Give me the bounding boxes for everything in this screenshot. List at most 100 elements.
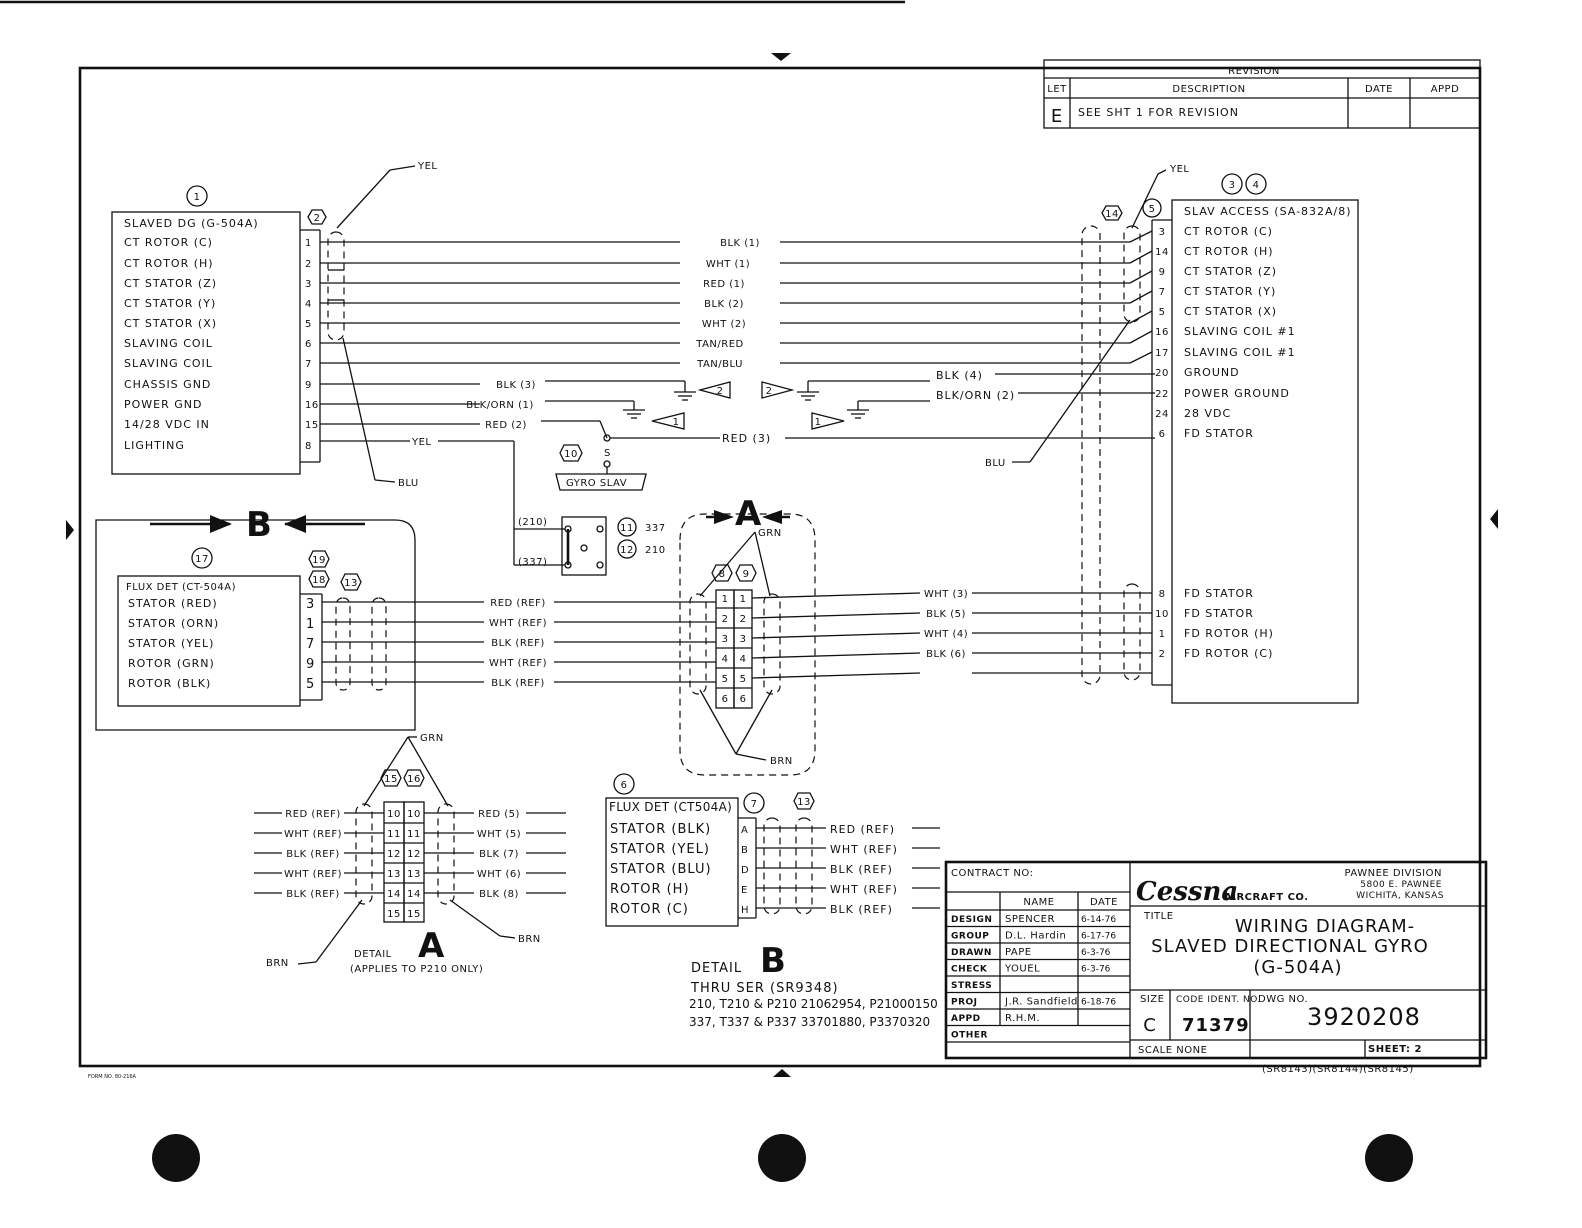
- splice-pin: 5: [740, 674, 747, 685]
- slav-access-unit: 3 4 5 14 SLAV ACCESS (SA-832A/8) CT ROTO…: [985, 164, 1359, 704]
- slaved-dg-pin-label: CT STATOR (Y): [124, 297, 216, 310]
- svg-text:YEL: YEL: [411, 437, 432, 448]
- ref-balloon: [186, 185, 208, 207]
- detail-b-pin-label: ROTOR (H): [610, 882, 690, 897]
- title-block-name: YOUEL: [1004, 964, 1040, 975]
- detail-b-pin-label: STATOR (BLK): [610, 822, 711, 837]
- title-block-name: J.R. Sandfield: [1004, 997, 1078, 1008]
- svg-text:BRN: BRN: [770, 756, 793, 767]
- detail-b-pin-label: STATOR (BLU): [610, 862, 712, 877]
- ground-symbols: 2 1 2 1 BLK (4) BLK/ORN (2): [545, 369, 1155, 430]
- code-ident: 71379: [1182, 1015, 1250, 1036]
- svg-text:13: 13: [797, 797, 811, 808]
- wire-label: BLK (REF): [830, 863, 893, 876]
- revision-block: REVISION LET DESCRIPTION DATE APPD E SEE…: [1043, 59, 1481, 129]
- detail-a-pin: 11: [387, 829, 401, 840]
- title-block-role: GROUP: [951, 932, 989, 942]
- svg-text:6: 6: [621, 780, 628, 791]
- slav-access-pin-number: 3: [1159, 227, 1166, 238]
- flux-det-pin-label: STATOR (YEL): [128, 637, 214, 650]
- detail-a-pin: 10: [407, 809, 421, 820]
- splice-pin: 6: [740, 694, 747, 705]
- detail-b-pin-label: STATOR (YEL): [610, 842, 710, 857]
- wire-label: RED (REF): [285, 809, 340, 820]
- gyro-slav-circuit: RED (3) S 10 GYRO SLAV: [541, 420, 1155, 491]
- slav-access-pin-number: 14: [1155, 247, 1169, 258]
- flux-det-pin-number: 1: [306, 617, 315, 632]
- wire-label: BLK (REF): [491, 678, 545, 689]
- wire-label: BLK (2): [704, 299, 744, 310]
- blu-label-left: BLU: [398, 478, 419, 489]
- wire-label: WHT (REF): [830, 883, 898, 896]
- title-block-role: DESIGN: [951, 915, 992, 925]
- title-block-name: PAPE: [1005, 947, 1032, 958]
- svg-text:A: A: [418, 926, 445, 966]
- detail-b-pin: E: [741, 885, 748, 896]
- connector-ref-hex: [307, 209, 327, 225]
- yel-label-left: YEL: [417, 161, 438, 172]
- wire: [751, 612, 921, 619]
- splice-pin: 1: [722, 594, 729, 605]
- wire-label: WHT (REF): [830, 843, 898, 856]
- svg-text:FORM NO. 80-216A: FORM NO. 80-216A: [88, 1074, 137, 1080]
- slav-access-pin-label: CT ROTOR (C): [1184, 225, 1273, 238]
- svg-text:(337): (337): [518, 557, 547, 568]
- slaved-dg-pin-number: 8: [305, 441, 312, 452]
- drawing-number: 3920208: [1307, 1003, 1421, 1031]
- slav-access-title: SLAV ACCESS (SA-832A/8): [1184, 205, 1352, 218]
- blu-label-right: BLU: [985, 458, 1006, 469]
- wire-label: BLK/ORN (1): [466, 400, 534, 411]
- detail-a-pin: 12: [407, 849, 421, 860]
- splice-pin: 3: [722, 634, 729, 645]
- title-block-date: 6-3-76: [1081, 948, 1111, 958]
- title-block-date: 6-3-76: [1081, 965, 1111, 975]
- title-block-date: 6-14-76: [1081, 915, 1116, 925]
- wire-label: BLK (6): [926, 649, 966, 660]
- splice-pin: 4: [740, 654, 747, 665]
- slav-access-pin-label: FD STATOR: [1184, 607, 1254, 620]
- slav-access-pin-label: CT STATOR (X): [1184, 305, 1277, 318]
- svg-text:DETAIL: DETAIL: [691, 961, 742, 976]
- slav-access-pin-label: FD STATOR: [1184, 587, 1254, 600]
- slav-access-pin-number: 10: [1155, 609, 1169, 620]
- revision-description: SEE SHT 1 FOR REVISION: [1078, 106, 1239, 119]
- detail-b-effectivity: THRU SER (SR9348): [690, 981, 839, 996]
- detail-a-pin: 15: [407, 909, 421, 920]
- svg-text:C: C: [1143, 1015, 1157, 1036]
- slav-access-pin-label: CT STATOR (Y): [1184, 285, 1276, 298]
- drawing-title-line3: (G-504A): [1253, 957, 1342, 978]
- slav-access-pin-number: 7: [1159, 287, 1166, 298]
- wire: [1129, 351, 1153, 364]
- slav-access-pin-label: SLAVING COIL #1: [1184, 325, 1296, 338]
- flux-wires: RED (REF)WHT (3)WHT (REF)BLK (5)BLK (REF…: [322, 589, 1152, 689]
- slaved-dg-unit: 1 2 SLAVED DG (G-504A) CT ROTOR (C)1CT R…: [111, 161, 438, 489]
- punch-hole: [1365, 1134, 1413, 1182]
- slav-access-pin-label: CT STATOR (Z): [1184, 265, 1277, 278]
- slav-access-pin-number: 22: [1155, 389, 1169, 400]
- flux-det-pin-label: ROTOR (BLK): [128, 677, 211, 690]
- svg-text:1: 1: [194, 192, 201, 203]
- wire: [1129, 310, 1153, 324]
- ground-wire-blkorn2: BLK/ORN (2): [936, 389, 1015, 402]
- title-block-date: 6-18-76: [1081, 998, 1116, 1008]
- slav-access-pin-label: FD STATOR: [1184, 427, 1254, 440]
- svg-text:CONTRACT NO:: CONTRACT NO:: [951, 868, 1033, 879]
- flux-det-pin-number: 3: [306, 597, 315, 612]
- punch-hole: [758, 1134, 806, 1182]
- drawing-title-line2: SLAVED DIRECTIONAL GYRO: [1151, 936, 1429, 957]
- drawing-frame: [78, 66, 1482, 1068]
- slaved-dg-pin-number: 2: [305, 259, 312, 270]
- svg-text:5: 5: [1149, 204, 1156, 215]
- flux-det-pin-number: 5: [306, 677, 315, 692]
- center-mark-bottom: [773, 1069, 791, 1077]
- svg-text:AIRCRAFT CO.: AIRCRAFT CO.: [1224, 892, 1309, 903]
- center-mark-left: [66, 520, 74, 540]
- svg-text:PAWNEE DIVISION: PAWNEE DIVISION: [1345, 868, 1442, 879]
- wire-label: BLK (REF): [491, 638, 545, 649]
- flux-det-pin-label: STATOR (ORN): [128, 617, 219, 630]
- slaved-dg-pin-number: 9: [305, 380, 312, 391]
- title-block-role: STRESS: [951, 981, 992, 991]
